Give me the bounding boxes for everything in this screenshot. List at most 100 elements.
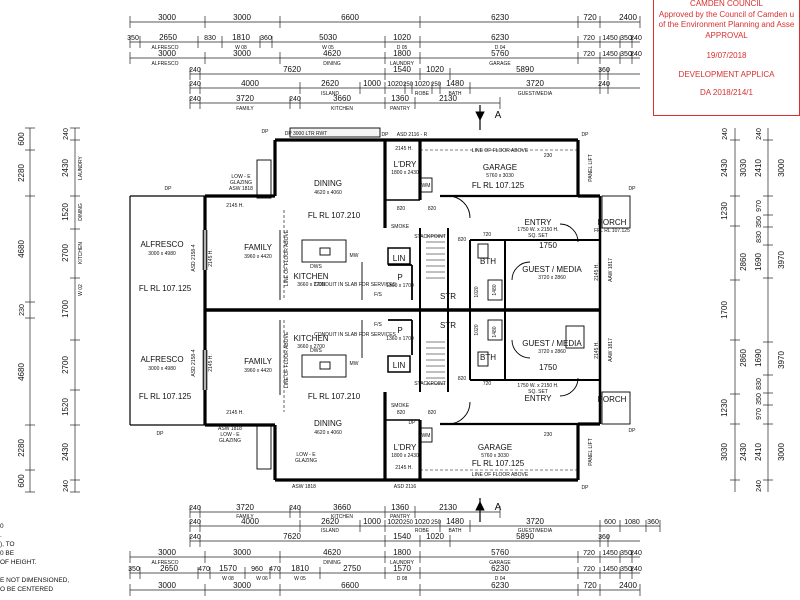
room-size: 3000 x 4980 [148, 251, 176, 257]
left-dimension-strings [25, 127, 80, 493]
dim-value: 240 [189, 505, 201, 512]
line-floor-above: LINE OF FLOOR ABOVE [472, 472, 529, 478]
dim-tag: KITCHEN [78, 242, 84, 264]
dim-value: 2430 [61, 159, 70, 177]
opening-width: 820 [458, 376, 467, 382]
dim-value: 1700 [720, 301, 729, 319]
dim-tag: ALFRESCO [152, 45, 179, 51]
room-name-dining: DINING [314, 419, 342, 428]
dim-value: 1020 [426, 65, 444, 74]
room-size: 3720 x 2860 [538, 349, 566, 355]
dim-tag: W 08 [222, 576, 234, 582]
dim-value: 3000 [158, 13, 176, 22]
sink-top [319, 247, 331, 256]
dim-value: 1230 [720, 202, 729, 220]
door-note: SQ. SET [528, 233, 548, 239]
opening-width: 820 [428, 206, 437, 212]
dim-value: 3720 [526, 517, 544, 526]
bath-tub-bottom [256, 424, 272, 470]
room-size: 3960 x 4420 [244, 368, 272, 374]
window-code: AAW 1817 [608, 258, 614, 282]
room-size: 4620 x 4060 [314, 190, 342, 196]
room-level: FL RL 107.125 [472, 181, 525, 190]
room-name-alfresco: ALFRESCO [140, 240, 183, 249]
misc-annotations: DP 3000 LTR RWT DP DP DP DP DP DP DP DP … [157, 110, 637, 513]
dim-value: 2430 [61, 443, 70, 461]
room-name-stair: STR [440, 321, 456, 330]
dim-value: 4000 [241, 79, 259, 88]
dim-value: 830 [756, 231, 763, 243]
dim-tag: GARAGE [489, 61, 511, 67]
door-size: 1750 W. x 2150 H. [517, 383, 558, 389]
note-line: 0 [0, 523, 4, 530]
glazing-note: LOW - E [296, 452, 316, 458]
dim-value: 230 [19, 304, 26, 316]
dim-value: 720 [583, 51, 595, 58]
head-height: 2145 H. [208, 249, 214, 267]
opening-width: 1020 [474, 324, 480, 335]
downpipe-label: DP [165, 186, 173, 192]
dim-value: 1540 [393, 532, 411, 541]
dim-value: 2430 [720, 159, 729, 177]
line-floor-above: LINE OF FLOOR ABOVE [472, 148, 529, 154]
dim-value: 2650 [159, 33, 177, 42]
room-level: FL RL 107.125 [139, 284, 192, 293]
room-size: 3000 x 4980 [148, 366, 176, 372]
smoke-detector: SMOKE [391, 403, 410, 409]
dim-value: 4620 [323, 548, 341, 557]
room-name-linen: LIN [393, 254, 406, 263]
dim-value: 250 [403, 82, 414, 88]
washing-machine: WM [422, 433, 431, 439]
opening-width: 1020 [474, 286, 480, 297]
stamp-line1: Approved by the Council of Camden u [658, 9, 795, 19]
dim-value: 240 [630, 35, 642, 42]
dim-value: 600 [604, 519, 616, 526]
dim-value: 240 [289, 96, 301, 103]
dim-value: 240 [189, 81, 201, 88]
rainwater-tank [289, 127, 381, 138]
conduit-note: CONDUIT IN SLAB FOR SERVICES [314, 332, 396, 338]
room-name-pantry: P [397, 326, 402, 335]
dim-value: 240 [756, 480, 763, 492]
microwave: MW [350, 361, 359, 367]
room-level: FL RL 107.210 [308, 392, 361, 401]
dim-value: 5030 [319, 33, 337, 42]
dim-tag: ROBE [415, 91, 430, 97]
sink-bottom [319, 361, 331, 370]
dim-value: 830 [204, 35, 216, 42]
dim-value: 240 [189, 534, 201, 541]
dim-value: 1690 [754, 349, 763, 367]
kitchen-fixtures [202, 105, 631, 522]
glazing-note: GLAZING [295, 458, 317, 464]
dim-value: 360 [598, 534, 610, 541]
dim-tag: GARAGE [489, 560, 511, 566]
dim-value: 1450 [602, 35, 618, 42]
dim-value: 1800 [393, 49, 411, 58]
dim-tag: LAUNDRY [78, 155, 84, 179]
left-dimension-text: 600 2280 4680 230 4680 2280 600 240 2430… [17, 128, 84, 492]
dim-value: 720 [583, 13, 597, 22]
dim-value: 7620 [283, 532, 301, 541]
dim-value: 960 [251, 566, 263, 573]
dim-value: 7620 [283, 65, 301, 74]
stamp-council: CAMDEN COUNCIL [690, 0, 763, 8]
dim-value: 1360 [391, 503, 409, 512]
dim-value: 2280 [17, 439, 26, 457]
dim-tag: DINING [323, 560, 341, 566]
room-size: 4620 x 4060 [314, 430, 342, 436]
dim-value: 2860 [739, 349, 748, 367]
dim-value: 2280 [17, 164, 26, 182]
head-height: 2145 H. [594, 263, 600, 281]
dim-value: 240 [63, 128, 70, 140]
garage-door-note: PANEL LIFT [588, 154, 594, 182]
opening-width: 820 [458, 237, 467, 243]
dim-value: 3000 [233, 581, 251, 590]
drawing-notes: 0 . ), TO 0 BE OF HEIGHT. E NOT DIMENSIO… [0, 522, 69, 594]
dim-value: 1570 [219, 564, 237, 573]
dim-tag: ALFRESCO [152, 560, 179, 566]
dim-value: 830 [756, 378, 763, 390]
dim-value: 1360 [391, 94, 409, 103]
dim-value: 4680 [17, 363, 26, 381]
dim-value: 3000 [233, 13, 251, 22]
